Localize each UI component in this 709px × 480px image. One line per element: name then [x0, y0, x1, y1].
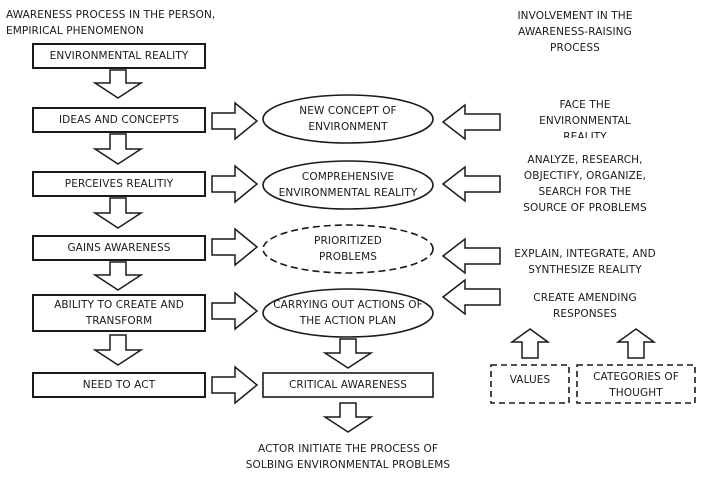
header-person-process-line: EMPIRICAL PHENOMENON: [6, 25, 144, 37]
right-action-analyze: ANALYZE, RESEARCH, OBJECTIFY, ORGANIZE, …: [505, 152, 665, 216]
left-step-label: TRANSFORM: [85, 315, 153, 327]
middle-step-carrying-out-actions: CARRYING OUT ACTIONS OF THE ACTION PLAN: [263, 297, 433, 329]
middle-step-label: PRIORITIZED: [314, 235, 382, 247]
header-involvement-line: INVOLVEMENT IN THE: [517, 10, 633, 22]
header-person-process-line: AWARENESS PROCESS IN THE PERSON,: [6, 9, 216, 21]
right-action-face-reality: FACE THE ENVIRONMENTAL REALITY: [510, 97, 660, 138]
middle-step-label: CRITICAL AWARENESS: [288, 379, 408, 391]
right-arrow: [211, 291, 259, 331]
input-values: VALUES: [491, 372, 569, 388]
right-action-explain: EXPLAIN, INTEGRATE, AND SYNTHESIZE REALI…: [505, 246, 665, 278]
header-person-process: AWARENESS PROCESS IN THE PERSON, EMPIRIC…: [6, 7, 215, 39]
input-label: CATEGORIES OF: [593, 371, 679, 383]
input-box: [490, 364, 570, 404]
right-action-line: ENVIRONMENTAL: [539, 115, 631, 127]
middle-step-ellipse: [262, 94, 434, 144]
middle-step-label: PROBLEMS: [318, 251, 378, 263]
left-arrow: [441, 165, 501, 203]
input-categories-of-thought: CATEGORIES OF THOUGHT: [577, 369, 695, 401]
left-step-need-to-act: NEED TO ACT: [33, 373, 205, 397]
middle-step-label: ENVIRONMENT: [308, 121, 388, 133]
right-action-line: FACE THE: [559, 99, 611, 111]
header-involvement-line: AWARENESS-RAISING: [518, 26, 632, 38]
outcome-line: ACTOR INITIATE THE PROCESS OF: [258, 443, 438, 455]
left-step-box: [32, 171, 206, 197]
header-involvement-line: PROCESS: [550, 42, 600, 54]
middle-step-prioritized-problems: PRIORITIZED PROBLEMS: [263, 233, 433, 265]
middle-step-label: COMPREHENSIVE: [301, 171, 395, 183]
down-arrow: [92, 133, 144, 165]
left-arrow: [441, 237, 501, 275]
right-arrow: [211, 164, 259, 204]
up-arrow: [509, 328, 551, 359]
middle-step-label: CARRYING OUT ACTIONS OF: [273, 299, 423, 311]
left-step-box: [32, 43, 206, 69]
middle-step-critical-awareness: CRITICAL AWARENESS: [263, 373, 433, 397]
middle-step-label: THE ACTION PLAN: [299, 315, 397, 327]
down-arrow: [92, 197, 144, 229]
middle-step-comprehensive-reality: COMPREHENSIVE ENVIRONMENTAL REALITY: [263, 169, 433, 201]
middle-step-ellipse: [262, 288, 434, 338]
input-box: [576, 364, 696, 404]
right-action-line: REALITY: [563, 131, 607, 138]
middle-step-new-concept: NEW CONCEPT OF ENVIRONMENT: [263, 103, 433, 135]
middle-step-ellipse: [262, 224, 434, 274]
left-step-label: ABILITY TO CREATE AND: [54, 299, 184, 311]
middle-step-label: NEW CONCEPT OF: [299, 105, 397, 117]
right-action-line: SEARCH FOR THE: [538, 186, 632, 198]
left-step-label: PERCEIVES REALITIY: [64, 178, 174, 190]
middle-step-ellipse: [262, 160, 434, 210]
left-step-label: GAINS AWARENESS: [67, 242, 171, 254]
right-action-line: ANALYZE, RESEARCH,: [527, 154, 643, 166]
left-step-box: [32, 107, 206, 133]
middle-step-box: [262, 372, 434, 398]
up-arrow: [615, 328, 657, 359]
input-label: THOUGHT: [609, 387, 663, 399]
right-action-line: OBJECTIFY, ORGANIZE,: [523, 170, 647, 182]
down-arrow: [322, 402, 374, 433]
right-action-line: SYNTHESIZE REALITY: [528, 264, 642, 276]
down-arrow: [92, 69, 144, 99]
left-step-label: ENVIRONMENTAL REALITY: [49, 50, 189, 62]
right-action-line: CREATE AMENDING: [533, 292, 637, 304]
left-step-label: NEED TO ACT: [82, 379, 156, 391]
left-step-box: [32, 235, 206, 261]
right-arrow: [211, 365, 259, 405]
header-involvement: INVOLVEMENT IN THE AWARENESS-RAISING PRO…: [505, 8, 645, 56]
right-arrow: [211, 227, 259, 267]
left-arrow: [441, 103, 501, 141]
input-label: VALUES: [509, 374, 551, 386]
left-step-box: [32, 372, 206, 398]
middle-step-label: ENVIRONMENTAL REALITY: [278, 187, 418, 199]
right-action-line: SOURCE OF PROBLEMS: [523, 202, 647, 214]
right-action-line: EXPLAIN, INTEGRATE, AND: [514, 248, 656, 260]
left-step-ability-to-create: ABILITY TO CREATE AND TRANSFORM: [33, 297, 205, 329]
right-arrow: [211, 101, 259, 141]
left-step-perceives-reality: PERCEIVES REALITIY: [33, 172, 205, 196]
left-arrow: [441, 278, 501, 316]
left-step-box: [32, 294, 206, 332]
down-arrow: [322, 338, 374, 369]
left-step-label: IDEAS AND CONCEPTS: [58, 114, 180, 126]
right-action-create-responses: CREATE AMENDING RESPONSES: [505, 290, 665, 322]
down-arrow: [92, 261, 144, 291]
left-step-ideas-and-concepts: IDEAS AND CONCEPTS: [33, 108, 205, 132]
down-arrow: [92, 334, 144, 366]
outcome-text: ACTOR INITIATE THE PROCESS OF SOLBING EN…: [228, 441, 468, 473]
left-step-gains-awareness: GAINS AWARENESS: [33, 236, 205, 260]
left-step-environmental-reality: ENVIRONMENTAL REALITY: [33, 44, 205, 68]
outcome-line: SOLBING ENVIRONMENTAL PROBLEMS: [245, 459, 451, 471]
right-action-line: RESPONSES: [553, 308, 617, 320]
